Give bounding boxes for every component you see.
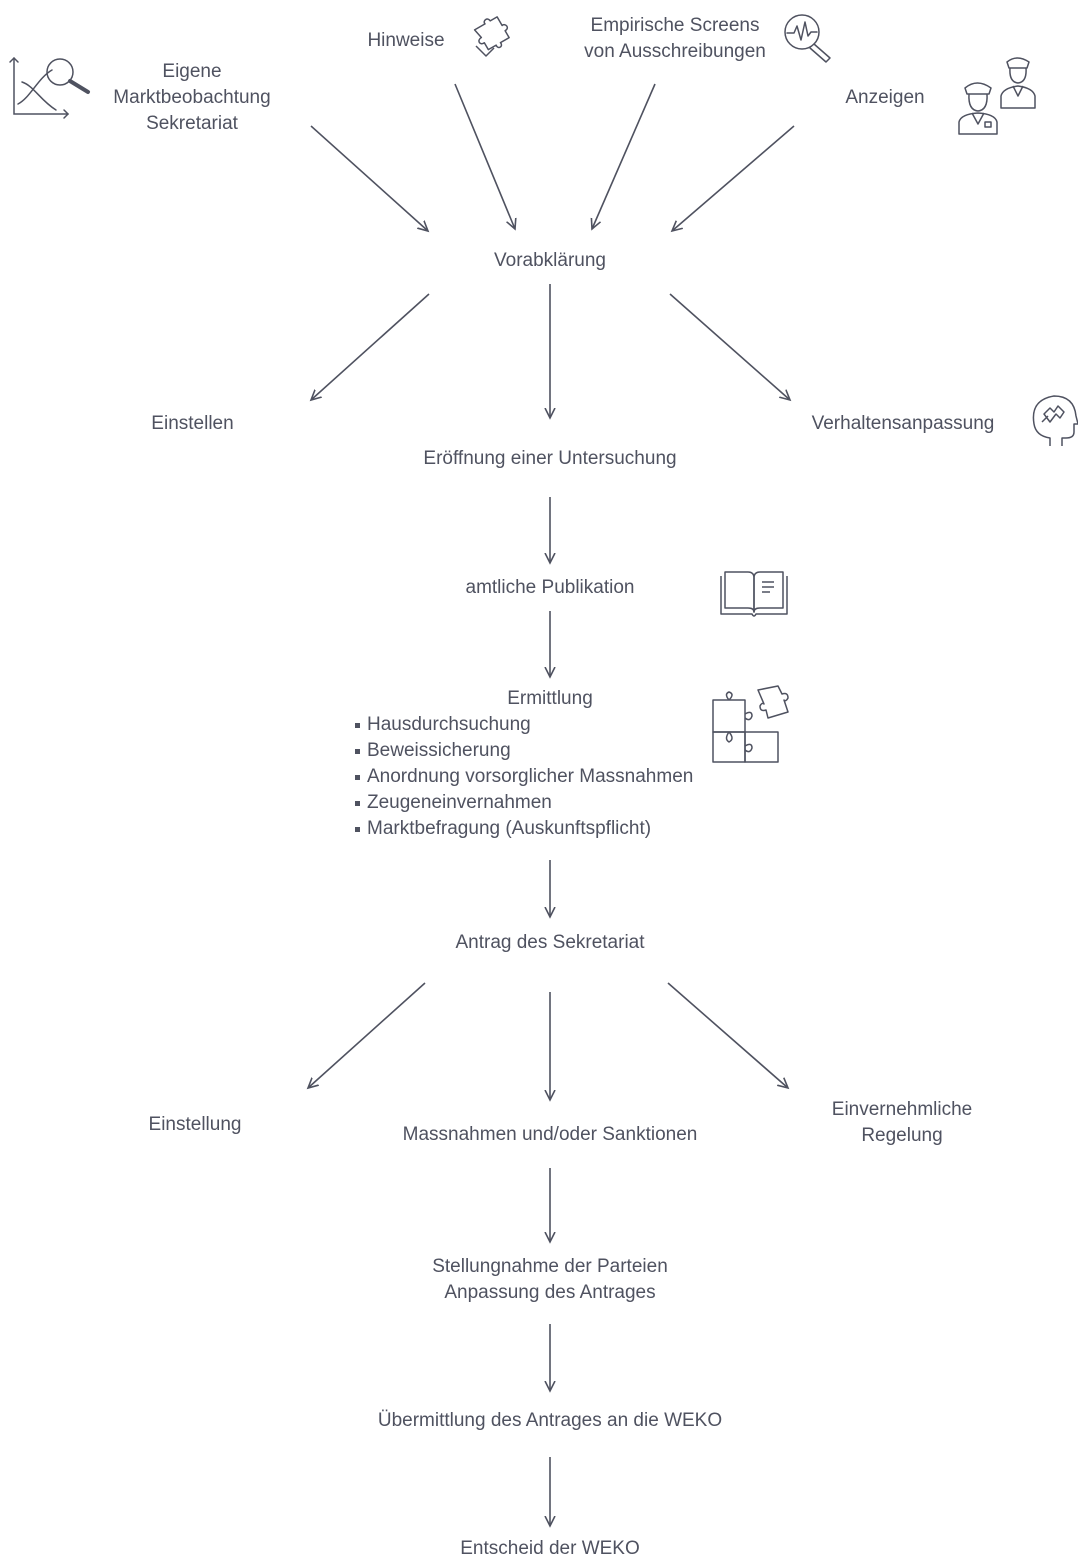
arrow-eigene-to-vorabklaerung [310,125,428,231]
head-puzzle-icon [1032,395,1078,446]
node-einvernehmlich-line-1: Einvernehmliche [831,1099,973,1120]
node-empirische-screens: Empirische Screens von Ausschreibungen [560,13,790,65]
node-eigene-line-2: Marktbeobachtung [113,87,271,108]
list-item: Zeugeneinvernahmen [355,790,693,816]
node-vorabklaerung: Vorabklärung [494,250,606,271]
node-ermittlung-title: Ermittlung [507,688,593,709]
arrow-antrag-to-einstellung [308,982,426,1088]
node-stellungnahme: Stellungnahme der Parteien Anpassung des… [380,1254,720,1306]
puzzle-pieces-icon [712,685,789,763]
chart-magnifier-icon [9,56,90,119]
node-einvernehmliche-regelung: Einvernehmliche Regelung [812,1097,992,1149]
node-einstellung: Einstellung [148,1114,242,1135]
node-uebermittlung: Übermittlung des Antrages an die WEKO [377,1410,723,1431]
node-eigene-marktbeobachtung: Eigene Marktbeobachtung Sekretariat [96,59,288,137]
node-stellungnahme-line-1: Stellungnahme der Parteien [432,1256,668,1277]
node-antrag: Antrag des Sekretariat [455,932,645,953]
node-ermittlung-list: Hausdurchsuchung Beweissicherung Anordnu… [355,712,693,842]
police-officers-icon [958,57,1036,135]
list-item: Beweissicherung [355,738,693,764]
node-stellungnahme-line-2: Anpassung des Antrages [444,1282,656,1303]
node-amtliche-publikation: amtliche Publikation [465,577,635,598]
node-anzeigen: Anzeigen [845,87,925,108]
node-massnahmen: Massnahmen und/oder Sanktionen [402,1124,698,1145]
node-einstellen: Einstellen [151,413,234,434]
pulse-magnifier-icon [784,14,831,63]
arrow-anzeigen-to-vorabklaerung [672,125,795,231]
arrow-vorabklaerung-to-einstellen [311,293,430,400]
puzzle-piece-icon [473,16,510,57]
node-screens-line-2: von Ausschreibungen [584,41,766,62]
arrow-antrag-to-einvernehmlich [667,982,788,1088]
node-eroeffnung: Eröffnung einer Untersuchung [423,448,677,469]
open-book-icon [720,571,788,617]
arrow-vorabklaerung-to-verhaltensanpassung [669,293,790,400]
node-einvernehmlich-line-2: Regelung [861,1125,943,1146]
node-eigene-line-3: Sekretariat [146,113,238,134]
list-item: Hausdurchsuchung [355,712,693,738]
arrow-hinweise-to-vorabklaerung [454,83,515,229]
node-eigene-line-1: Eigene [162,61,222,82]
arrow-screens-to-vorabklaerung [592,83,656,229]
node-hinweise: Hinweise [367,30,445,51]
list-item: Marktbefragung (Auskunftspflicht) [355,816,693,842]
node-screens-line-1: Empirische Screens [590,15,760,36]
node-verhaltensanpassung: Verhaltensanpassung [811,413,995,434]
node-entscheid: Entscheid der WEKO [460,1538,640,1559]
list-item: Anordnung vorsorglicher Massnahmen [355,764,693,790]
